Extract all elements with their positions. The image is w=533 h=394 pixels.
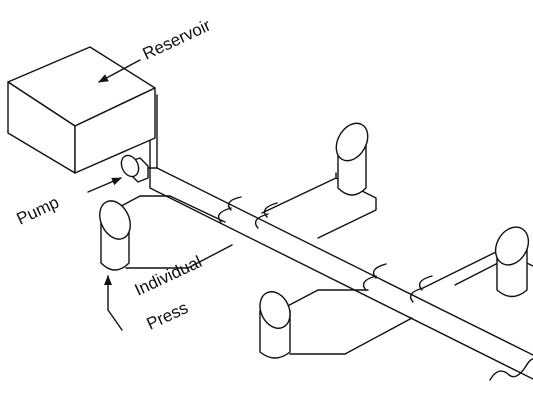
branch-lower bbox=[279, 289, 413, 355]
press-label-line1: Individual bbox=[132, 252, 205, 300]
pump-arrow bbox=[87, 177, 122, 193]
reservoir-label: Reservoir bbox=[140, 16, 214, 64]
branch-upper-right bbox=[261, 172, 377, 239]
press-upper-right bbox=[335, 122, 369, 196]
press-left bbox=[99, 200, 131, 271]
press-lower bbox=[259, 291, 291, 359]
pump-label: Pump bbox=[14, 193, 62, 229]
pump bbox=[120, 154, 149, 183]
press-arrow bbox=[104, 275, 123, 331]
press-right bbox=[494, 226, 530, 298]
branch-left bbox=[109, 195, 233, 269]
press-label-line2: Press bbox=[144, 298, 191, 334]
reservoir-box bbox=[7, 46, 156, 174]
reservoir-arrow bbox=[98, 59, 141, 83]
